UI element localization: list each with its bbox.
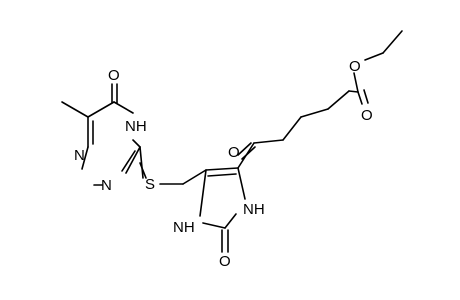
bond-n3-c4 [199,169,207,217]
bond-c4-c5 [205,167,239,171]
bond-ester-c-o-double-a [357,91,363,105]
bond-lines [61,30,403,253]
atom-labels: O NH N N S O NH NH O O O [74,58,373,270]
atom-label-o-ester-ether: O [349,58,361,75]
atom-label-o-ester-carbonyl: O [361,107,373,124]
atom-label-o-imidazolone: O [219,253,231,270]
bond-c4-ester-c [348,90,359,93]
bond-c4-c5-double [207,173,237,177]
bond-n1-c2 [224,213,237,229]
atom-label-nh-triazine: NH [125,118,147,135]
atom-label-n-triazine-1: N [74,147,85,164]
bond-n4-c3 [132,139,141,148]
bond-c5-n4 [113,101,134,114]
atom-label-nh-imidazole-2: NH [173,219,195,236]
bond-o-ch2 [364,52,384,61]
atom-label-o-triazinone: O [108,67,120,84]
bond-c3-c4 [327,90,350,110]
bond-c2-n3 [202,222,226,229]
atom-label-s: S [145,176,155,193]
bond-n1-c6 [81,146,89,170]
bond-methyl [61,101,89,118]
bond-c1-c2 [282,116,302,141]
bond-c6-c5 [87,101,115,118]
bond-ester-c-o-double-b [363,89,369,104]
bond-c5-n1 [237,167,246,200]
bond-c3-s [139,146,144,179]
bond-ester-c-o-ether [353,72,359,93]
bond-c3-n2 [125,146,141,174]
bond-co-c1 [253,139,284,144]
bond-co-o-double-a [237,142,252,156]
bond-c2-c3 [300,108,329,118]
bond-co-o-double-b [241,146,256,160]
bond-ch2-c4 [182,169,207,185]
atom-label-o-ketone: O [228,144,240,161]
atom-label-n-triazine-2: N [101,177,112,194]
atom-label-nh-imidazole-1: NH [243,201,265,218]
bond-c3-s-link [139,162,147,179]
bond-ch2-ch3 [382,30,403,54]
bond-c3-n2-double [121,150,136,172]
